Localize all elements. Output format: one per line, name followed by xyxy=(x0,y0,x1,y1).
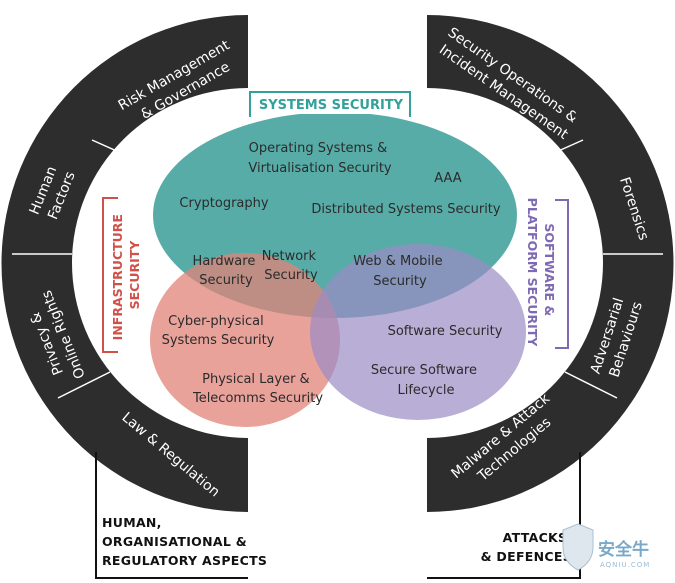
right-separator-3 xyxy=(564,371,618,399)
right-separator-1 xyxy=(526,139,584,166)
systems-heading-bracket xyxy=(249,91,411,117)
shield-icon xyxy=(562,523,594,571)
right-category: ATTACKS & DEFENCES xyxy=(427,452,581,579)
right-category-bracket xyxy=(427,452,581,579)
systems-heading-text: SYSTEMS SECURITY xyxy=(259,98,404,113)
venn xyxy=(150,112,526,427)
cryptography-topic: Cryptography xyxy=(179,196,268,211)
software-platform-heading: SOFTWARE & PLATFORM SECURITY xyxy=(525,198,569,349)
network-security-topic: Network Security xyxy=(262,249,320,283)
right-arc-band xyxy=(427,15,674,512)
distributed-systems-topic: Distributed Systems Security xyxy=(311,202,500,217)
watermark-text: 安全牛 xyxy=(598,539,649,560)
infrastructure-heading-bracket xyxy=(102,197,118,353)
infrastructure-heading-text: INFRASTRUCTURE SECURITY xyxy=(110,210,142,341)
left-arc xyxy=(1,15,248,512)
right-category-label: ATTACKS & DEFENCES xyxy=(481,530,572,564)
aaa-topic: AAA xyxy=(434,171,462,186)
physical-layer-topic: Physical Layer & Telecomms Security xyxy=(192,372,323,406)
watermark-sub: AQNIU.COM xyxy=(600,561,650,569)
left-category-bracket xyxy=(95,452,248,579)
systems-security-heading: SYSTEMS SECURITY xyxy=(249,91,411,117)
web-mobile-topic: Web & Mobile Security xyxy=(353,254,447,289)
left-separator-3 xyxy=(57,371,111,399)
infrastructure-heading: INFRASTRUCTURE SECURITY xyxy=(102,197,142,353)
left-separator-1 xyxy=(91,139,149,166)
software-platform-security-ellipse xyxy=(310,244,526,420)
systems-heading-bg xyxy=(258,94,404,114)
hardware-security-topic: Hardware Security xyxy=(193,254,260,288)
watermark: 安全牛 AQNIU.COM xyxy=(562,523,650,571)
cyber-physical-topic: Cyber-physical Systems Security xyxy=(162,314,275,348)
infrastructure-security-ellipse xyxy=(150,253,340,427)
software-security-topic: Software Security xyxy=(388,324,503,339)
left-arc-band xyxy=(1,15,248,512)
software-heading-text: SOFTWARE & PLATFORM SECURITY xyxy=(525,198,557,348)
software-heading-bracket xyxy=(555,199,569,349)
left-category-label: HUMAN, ORGANISATIONAL & REGULATORY ASPEC… xyxy=(102,515,267,568)
left-category: HUMAN, ORGANISATIONAL & REGULATORY ASPEC… xyxy=(95,452,267,579)
os-virtualisation-topic: Operating Systems & Virtualisation Secur… xyxy=(248,141,392,176)
right-arc xyxy=(427,15,674,512)
secure-lifecycle-topic: Secure Software Lifecycle xyxy=(371,363,481,398)
